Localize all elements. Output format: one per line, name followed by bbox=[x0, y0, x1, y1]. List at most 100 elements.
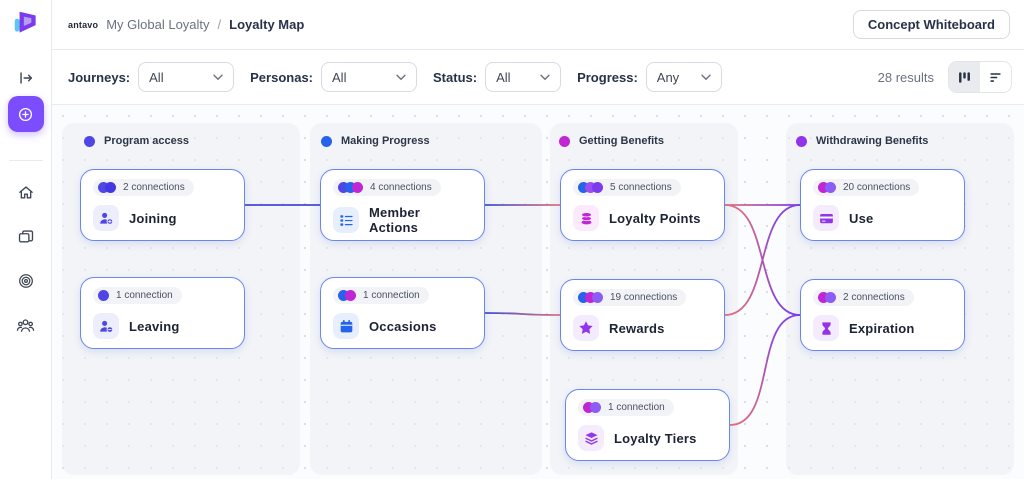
connection-dot bbox=[825, 292, 836, 303]
star-icon bbox=[573, 315, 599, 341]
connection-dot bbox=[825, 182, 836, 193]
kanban-view-button[interactable] bbox=[949, 62, 980, 92]
antavo-logo-icon bbox=[11, 8, 41, 38]
connections-count: 4 connections bbox=[370, 182, 432, 193]
connection-dot bbox=[590, 402, 601, 413]
connections-badge: 2 connections bbox=[813, 289, 914, 306]
column-dot bbox=[796, 135, 807, 147]
node-label: Member Actions bbox=[369, 205, 421, 235]
connections-badge: 2 connections bbox=[93, 179, 194, 196]
chevron-down-icon bbox=[540, 74, 550, 81]
connection-dot bbox=[592, 182, 603, 193]
sort-view-icon bbox=[988, 70, 1003, 85]
connection-dot bbox=[585, 182, 596, 193]
connection-dot bbox=[352, 182, 363, 193]
connections-badge: 4 connections bbox=[333, 179, 441, 196]
breadcrumb-app[interactable]: My Global Loyalty bbox=[106, 17, 210, 32]
sidebar-expand-icon bbox=[17, 69, 35, 87]
connections-badge: 1 connection bbox=[93, 287, 182, 304]
chevron-down-icon bbox=[701, 74, 711, 81]
connection-dot bbox=[345, 182, 356, 193]
column-header-withdrawing-benefits: Withdrawing Benefits bbox=[796, 135, 928, 147]
filter-select-status[interactable]: All bbox=[485, 62, 562, 92]
column-dot bbox=[559, 135, 570, 147]
concept-whiteboard-button[interactable]: Concept Whiteboard bbox=[852, 10, 1010, 39]
column-header-getting-benefits: Getting Benefits bbox=[559, 135, 664, 147]
view-toggle bbox=[948, 61, 1012, 93]
checklist-icon bbox=[333, 207, 359, 233]
connections-badge: 1 connection bbox=[578, 399, 674, 416]
members-icon bbox=[16, 316, 35, 335]
kanban-view-icon bbox=[957, 70, 972, 85]
filter-select-journeys[interactable]: All bbox=[138, 62, 235, 92]
coins-icon bbox=[573, 205, 599, 231]
filter-select-progress[interactable]: Any bbox=[645, 62, 722, 92]
loyalty-map-canvas[interactable]: Program access Making Progress Getting Ben… bbox=[52, 105, 1024, 479]
create-plus-icon bbox=[16, 105, 35, 124]
node-label: Occasions bbox=[369, 318, 437, 334]
hourglass-icon bbox=[813, 315, 839, 341]
node-label: Leaving bbox=[129, 318, 180, 334]
connection-dot bbox=[338, 290, 349, 301]
column-header-making-progress: Making Progress bbox=[321, 135, 430, 147]
column-header-program-access: Program access bbox=[84, 135, 189, 147]
filter-personas: Personas: All bbox=[250, 62, 418, 92]
sidebar bbox=[0, 0, 52, 479]
filter-value: All bbox=[332, 69, 347, 85]
sidebar-item-projects[interactable] bbox=[8, 219, 44, 255]
connection-dot bbox=[98, 182, 109, 193]
breadcrumb: antavo My Global Loyalty / Loyalty Map bbox=[68, 17, 304, 32]
connections-badge: 19 connections bbox=[573, 289, 687, 306]
calendar-icon bbox=[333, 313, 359, 339]
filter-journeys: Journeys:All bbox=[68, 62, 235, 92]
connections-count: 2 connections bbox=[123, 182, 185, 193]
node-label: Rewards bbox=[609, 320, 665, 336]
filter-status: Status: All bbox=[433, 62, 562, 92]
connection-dot bbox=[105, 182, 116, 193]
sidebar-item-sidebar-expand[interactable] bbox=[8, 60, 44, 96]
connection-dot bbox=[345, 290, 356, 301]
top-bar: antavo My Global Loyalty / Loyalty Map C… bbox=[52, 0, 1024, 50]
connections-count: 1 connection bbox=[608, 402, 665, 413]
column-dot bbox=[321, 135, 332, 147]
column-dot bbox=[84, 135, 95, 147]
connections-badge: 5 connections bbox=[573, 179, 681, 196]
column-label: Withdrawing Benefits bbox=[816, 135, 929, 147]
filter-select-personas[interactable]: All bbox=[321, 62, 418, 92]
connection-dot bbox=[585, 292, 596, 303]
sort-view-button[interactable] bbox=[980, 62, 1011, 92]
connections-badge: 20 connections bbox=[813, 179, 920, 196]
node-label: Use bbox=[849, 210, 874, 226]
connection-dot bbox=[583, 402, 594, 413]
antavo-wordmark: antavo bbox=[68, 19, 99, 30]
target-icon bbox=[17, 272, 35, 290]
home-icon bbox=[17, 184, 35, 202]
sidebar-item-home[interactable] bbox=[8, 175, 44, 211]
sidebar-item-target[interactable] bbox=[8, 263, 44, 299]
person-minus-icon bbox=[93, 313, 119, 339]
main-area: antavo My Global Loyalty / Loyalty Map C… bbox=[52, 0, 1024, 479]
connections-count: 5 connections bbox=[610, 182, 672, 193]
sidebar-item-create-plus[interactable] bbox=[7, 96, 44, 132]
projects-icon bbox=[17, 228, 35, 246]
filter-progress: Progress:Any bbox=[577, 62, 722, 92]
connection-dot bbox=[578, 292, 589, 303]
layers-icon bbox=[578, 425, 604, 451]
filter-label: Status: bbox=[433, 69, 478, 85]
breadcrumb-current-page: Loyalty Map bbox=[229, 17, 305, 32]
connection-dot bbox=[818, 182, 829, 193]
filter-label: Personas: bbox=[250, 69, 314, 85]
node-label: Expiration bbox=[849, 320, 915, 336]
sidebar-item-members[interactable] bbox=[8, 307, 44, 343]
connections-count: 2 connections bbox=[843, 292, 905, 303]
